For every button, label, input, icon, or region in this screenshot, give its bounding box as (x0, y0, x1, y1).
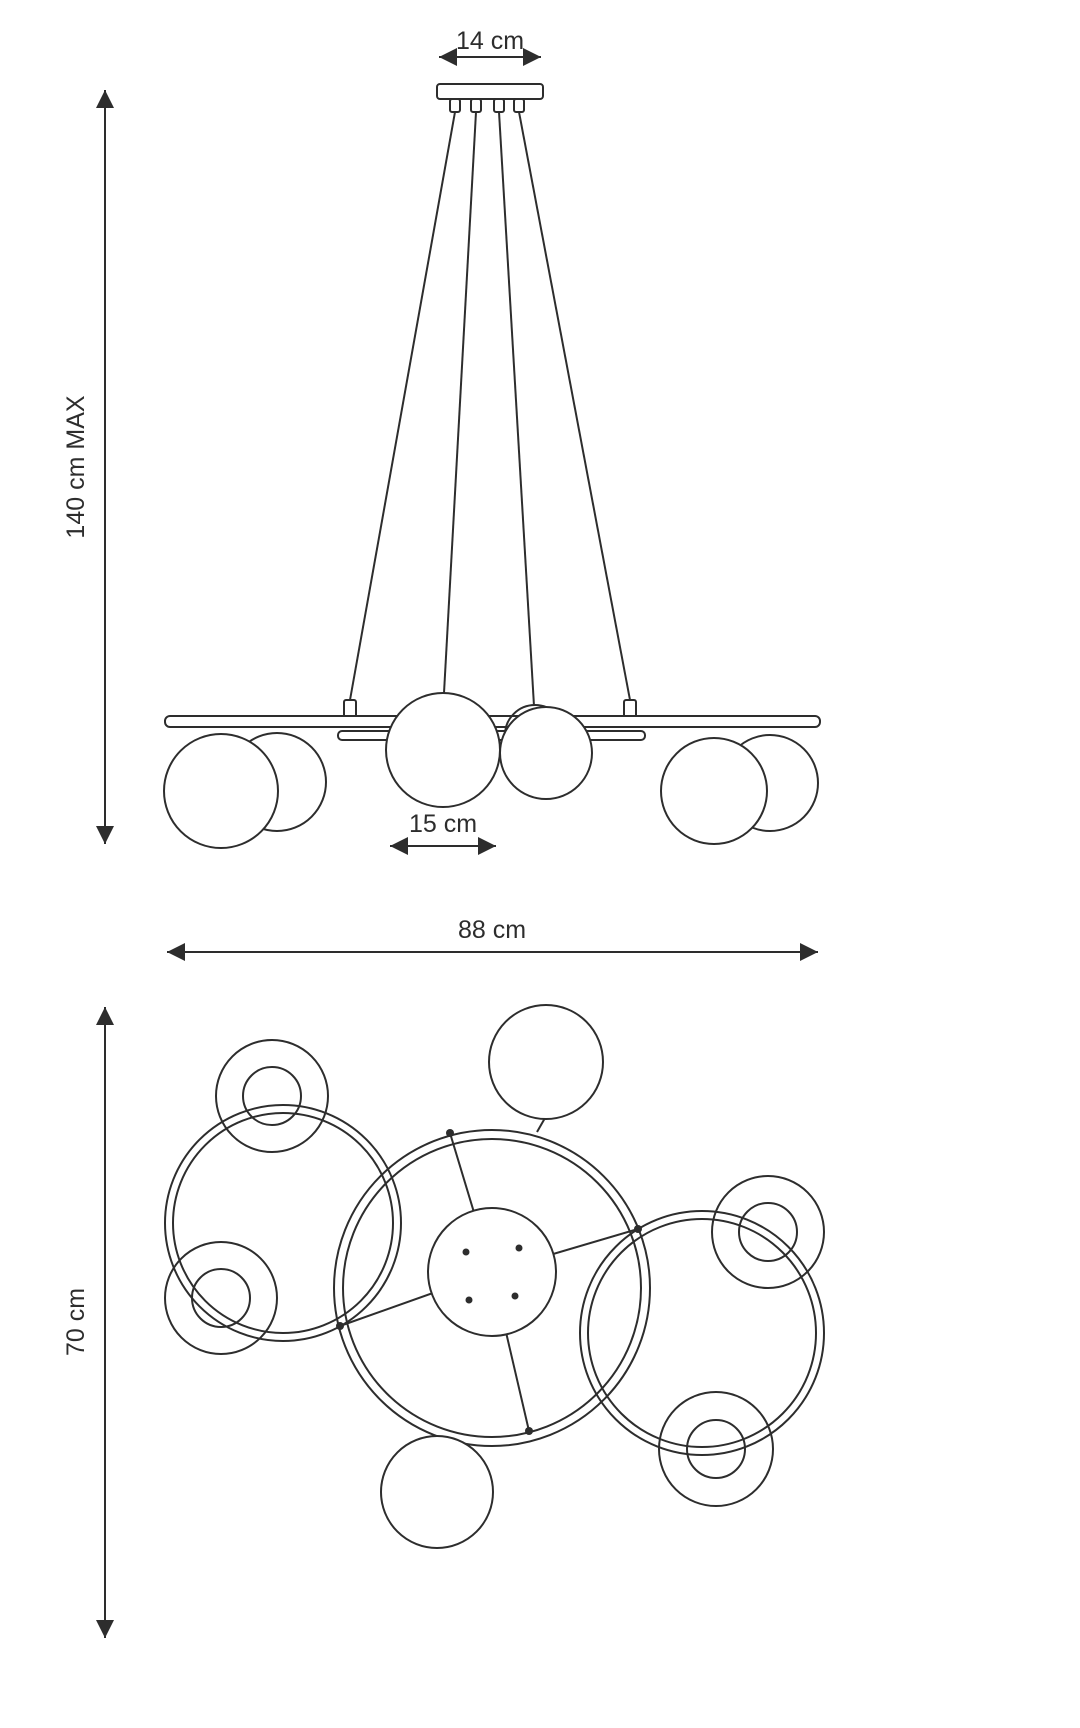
right-ring-outer (579, 1210, 825, 1456)
dimension-canopy-width-label: 14 cm (456, 27, 524, 55)
dimension-depth-label: 70 cm (62, 1288, 90, 1356)
glass-ball (488, 1004, 604, 1120)
glass-ball (385, 692, 501, 808)
spoke-joint (525, 1427, 533, 1435)
dimension-max-height-label: 140 cm MAX (62, 395, 90, 538)
suspension-wire (349, 111, 456, 701)
wire-fitting (513, 98, 525, 113)
plan-balls-over (380, 1004, 604, 1549)
right-ring-inner (587, 1218, 817, 1448)
center-ring-outer (333, 1129, 651, 1447)
glass-ball (660, 737, 768, 845)
glass-ball (658, 1391, 774, 1507)
screw-hole (515, 1244, 523, 1252)
wire-fitting (449, 98, 461, 113)
canopy-plate (427, 1207, 557, 1337)
ball-socket (738, 1202, 798, 1262)
dimension-canopy-width: 14 cm (439, 27, 541, 66)
suspension-wire (443, 111, 477, 694)
left-ring-inner (172, 1112, 394, 1334)
spoke-joint (446, 1129, 454, 1137)
wire-fitting (493, 98, 505, 113)
dimension-max-height: 140 cm MAX (62, 90, 114, 844)
spoke-joint (634, 1225, 642, 1233)
ball-stem (536, 1117, 546, 1133)
left-ring-outer (164, 1104, 402, 1342)
frame-rings (164, 1104, 825, 1456)
dimension-ball-diameter: 15 cm (390, 810, 496, 855)
dimension-total-width: 88 cm (167, 916, 818, 961)
glass-ball (163, 733, 279, 849)
top-view: 70 cm (62, 1004, 825, 1638)
ball-socket (242, 1066, 302, 1126)
glass-ball (215, 1039, 329, 1153)
plan-canopy (427, 1207, 557, 1337)
dimension-total-width-label: 88 cm (458, 916, 526, 944)
glass-ball (380, 1435, 494, 1549)
wire-fitting (470, 98, 482, 113)
dimension-depth: 70 cm (62, 1007, 114, 1638)
spoke-joint (336, 1322, 344, 1330)
ceiling-canopy (436, 83, 544, 100)
wire-connector (343, 699, 357, 718)
screw-hole (462, 1248, 470, 1256)
glass-ball (164, 1241, 278, 1355)
suspension-wire (498, 111, 535, 707)
screw-hole (465, 1296, 473, 1304)
plan-balls-under (164, 1039, 825, 1507)
suspension-wire (518, 111, 631, 701)
glass-ball (711, 1175, 825, 1289)
center-ring-inner (342, 1138, 642, 1438)
ball-socket (686, 1419, 746, 1479)
screw-hole (511, 1292, 519, 1300)
front-view: 14 cm (62, 27, 821, 961)
glass-ball (499, 706, 593, 800)
wire-connector (623, 699, 637, 718)
dimension-ball-diameter-label: 15 cm (409, 810, 477, 838)
